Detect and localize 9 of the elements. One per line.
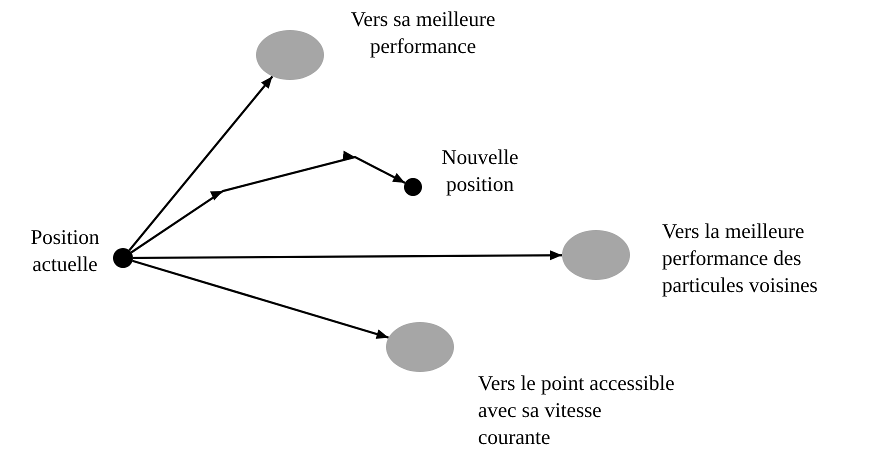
point-label: Vers sa meilleure performance	[350, 6, 496, 60]
arrow	[128, 76, 274, 251]
arrow	[130, 150, 406, 254]
point-label: Nouvelle position	[440, 144, 520, 198]
point-label: Position actuelle	[30, 224, 100, 278]
point-label: Vers le point accessible avec sa vitesse courante	[478, 370, 676, 451]
arrow	[132, 260, 389, 339]
point-label: Vers la meilleure performance des particules voisines	[662, 218, 819, 299]
arrow	[133, 250, 562, 260]
